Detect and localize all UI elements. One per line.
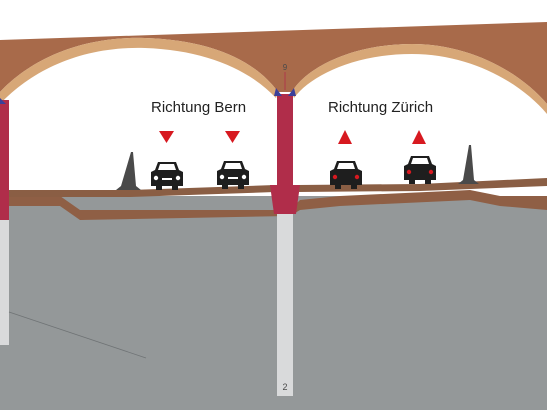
road-deck-right <box>297 178 547 192</box>
bearing-left <box>0 98 6 104</box>
traffic-cone-icon <box>116 152 141 190</box>
pillar-left <box>0 100 9 220</box>
road-deck-left <box>0 185 275 197</box>
dimension-label-top: 9 <box>283 63 288 72</box>
car-front-icon <box>217 161 249 189</box>
dimension-label-bottom: 2 <box>282 382 287 392</box>
car-front-icon <box>151 162 183 190</box>
shaft-left <box>0 220 9 345</box>
traffic-cone-icon <box>458 145 479 184</box>
arrow-up-icon <box>412 130 426 144</box>
ground <box>0 196 547 410</box>
bearing-center-right <box>288 88 296 96</box>
arch-ceiling-outer <box>0 22 547 104</box>
arch-ceiling-inner <box>0 37 278 104</box>
arrow-up-icon <box>338 130 352 144</box>
bearing-center-left <box>274 88 282 96</box>
direction-label-bern: Richtung Bern <box>151 99 246 116</box>
arrow-down-icon <box>159 131 174 143</box>
car-rear-icon <box>330 161 362 189</box>
pillar-center-base <box>270 185 300 214</box>
pillar-center <box>277 94 293 214</box>
shaft-center <box>277 214 293 396</box>
arch-ceiling-inner-right <box>292 44 547 114</box>
ground-surface <box>0 190 547 220</box>
direction-label-zurich: Richtung Zürich <box>328 99 433 116</box>
car-rear-icon <box>404 156 436 184</box>
arrow-down-icon <box>225 131 240 143</box>
guide-line <box>8 311 147 359</box>
